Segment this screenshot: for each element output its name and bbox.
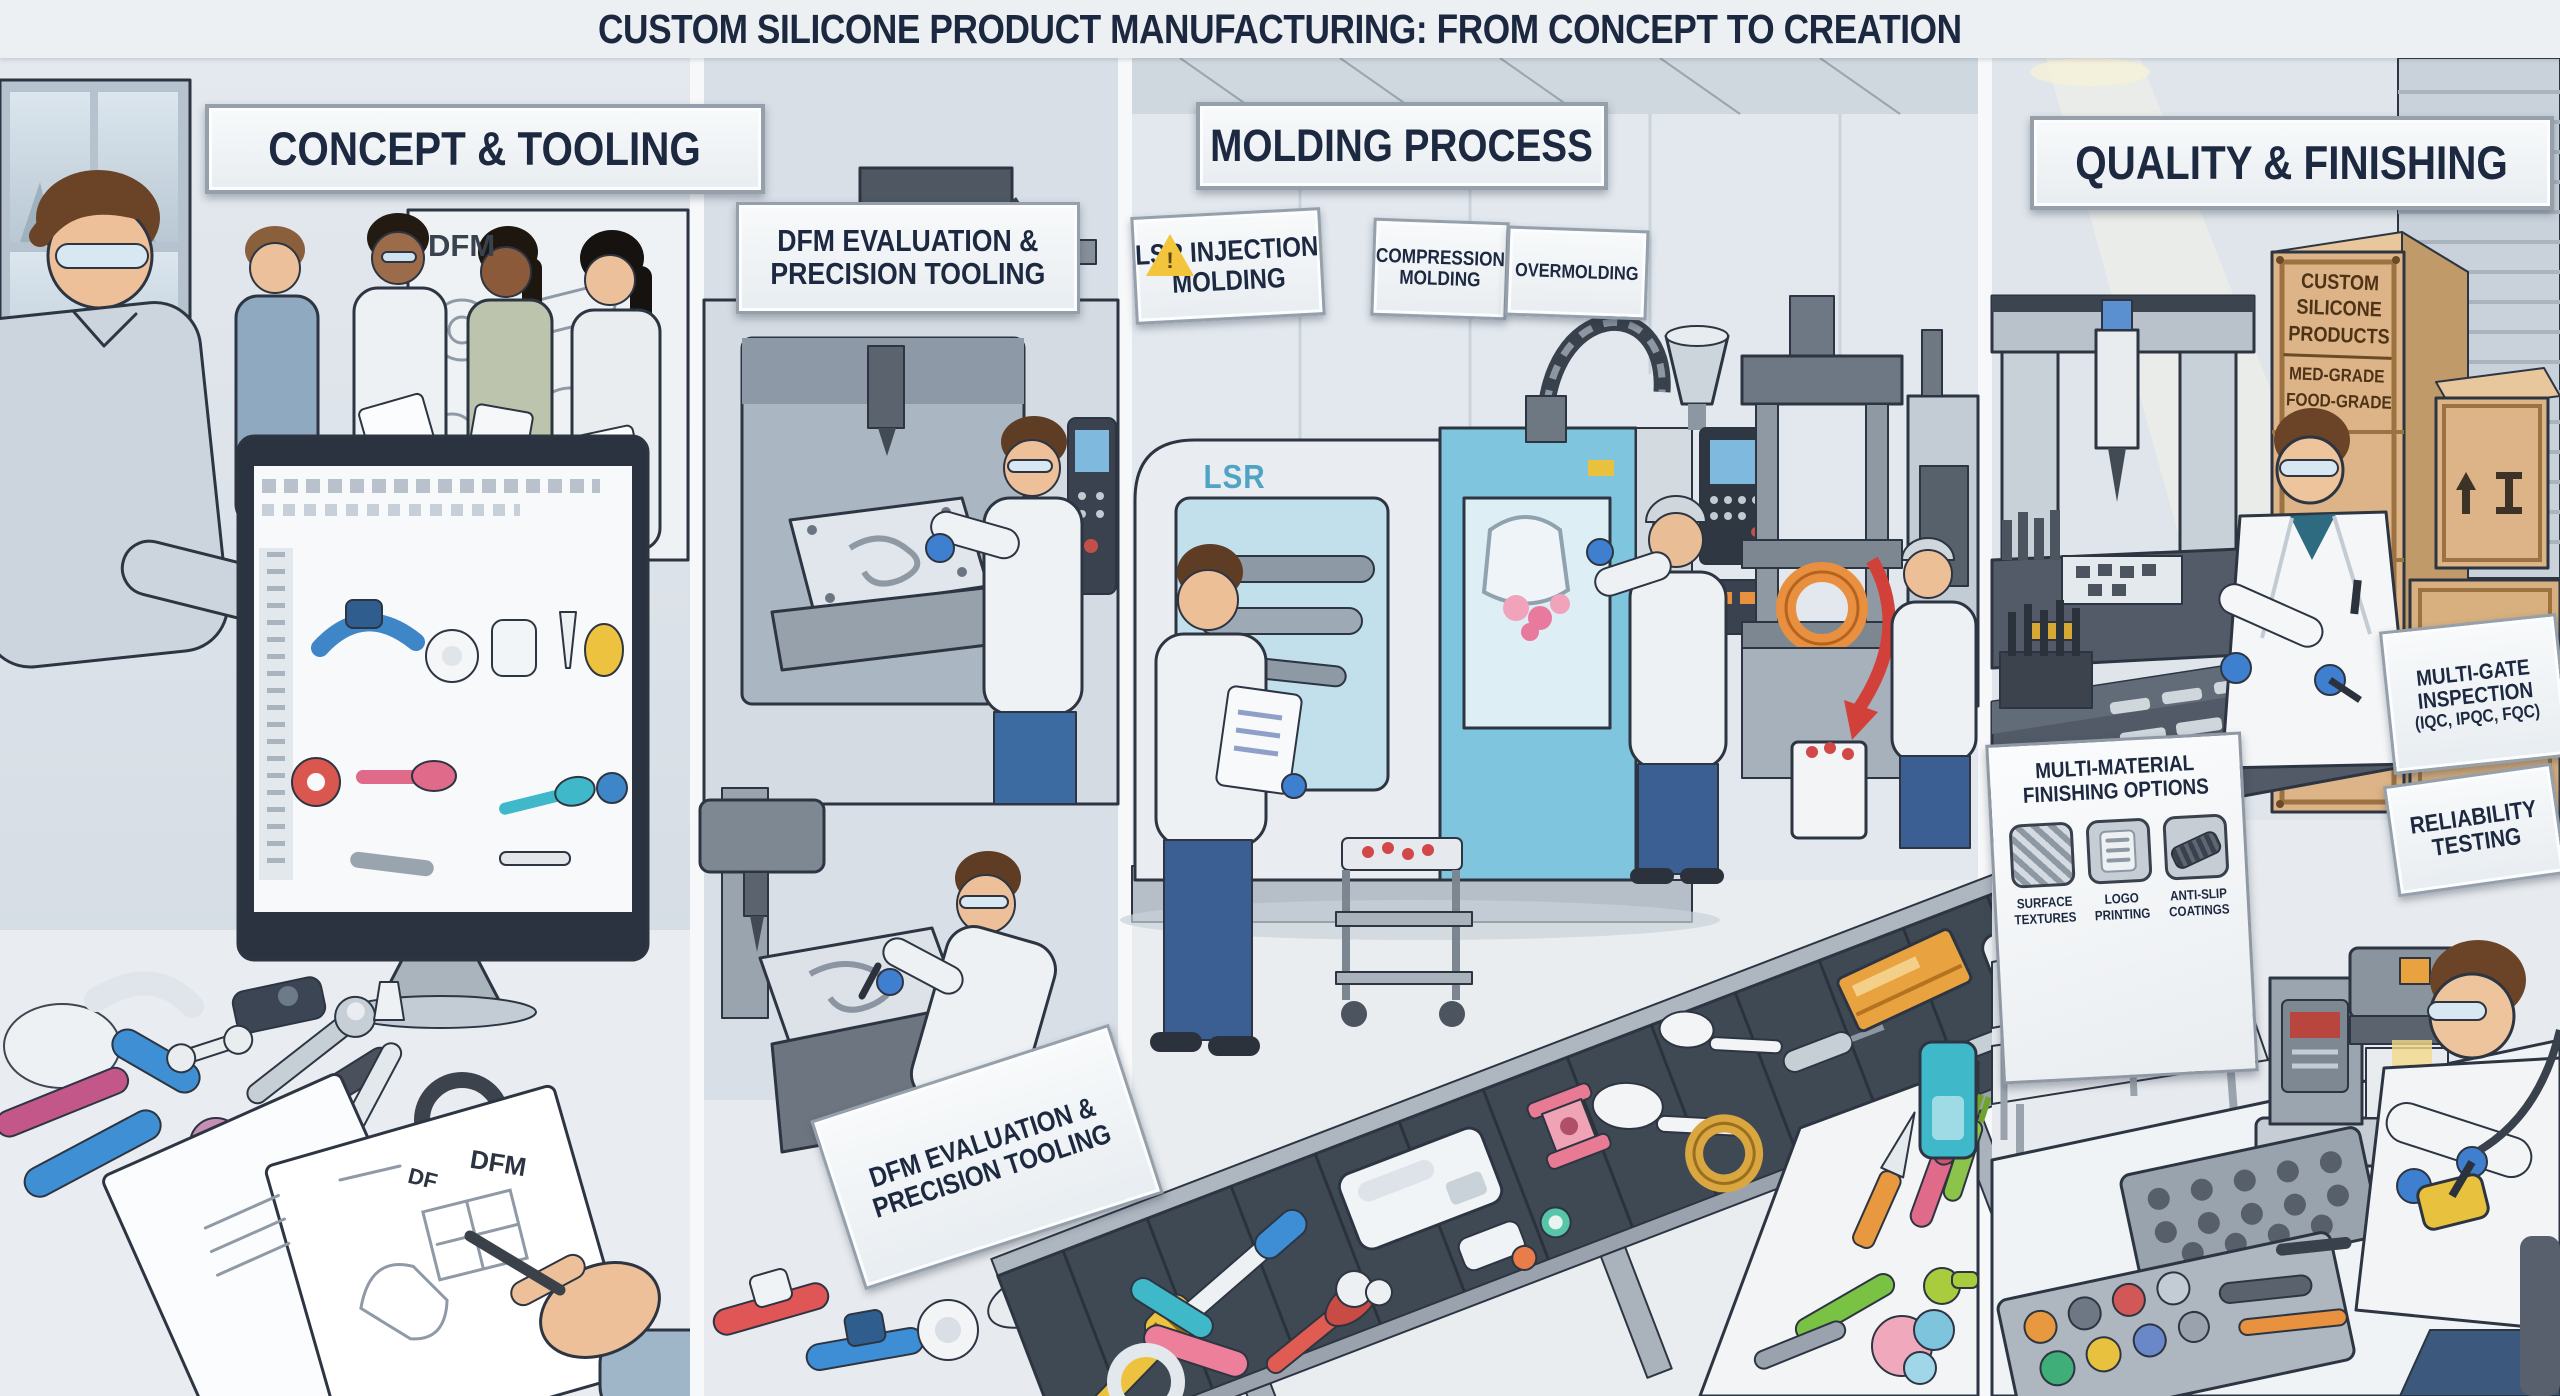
lsr-operator — [1586, 495, 1728, 884]
surface-textures-label-line2: TEXTURES — [2014, 909, 2078, 928]
anti-slip-coatings-icon — [2161, 813, 2230, 882]
compression-molding-sign: COMPRESSION MOLDING — [1370, 217, 1510, 321]
crate-line5: FOOD-GRADE — [2285, 389, 2393, 414]
crate-divider — [2283, 352, 2392, 360]
crate-line3: PRODUCTS — [2287, 321, 2391, 349]
concept-panel-scene — [0, 58, 762, 1396]
infographic-title: CUSTOM SILICONE PRODUCT MANUFACTURING: F… — [598, 5, 1962, 52]
overmolding-sign-label: OVERMOLDING — [1514, 259, 1640, 286]
concept-tooling-header-sign: CONCEPT & TOOLING — [205, 104, 765, 194]
clipboard-worker — [1150, 544, 1307, 1056]
pink-spool — [1526, 1082, 1612, 1170]
cnc-operator — [925, 416, 1084, 805]
dfm-sketch-sheets — [102, 1072, 636, 1396]
cnc-machine — [702, 166, 1120, 806]
molding-process-header-label: MOLDING PROCESS — [1210, 120, 1594, 172]
quality-finishing-header-sign: QUALITY & FINISHING — [2030, 116, 2554, 210]
logo-printing-label-line2: PRINTING — [2094, 905, 2151, 924]
finishing-worker — [2354, 940, 2560, 1396]
cmm-machine — [1990, 294, 2298, 670]
small-crate — [2434, 367, 2560, 570]
panel-divider — [690, 58, 704, 1396]
overmolding-operator — [1890, 537, 1978, 849]
multi-gate-inspection-sign: MULTI-GATE INSPECTION (IQC, IPQC, FQC) — [2378, 613, 2560, 775]
concept-tooling-header-label: CONCEPT & TOOLING — [268, 122, 702, 176]
poster-dfm-label: DFM — [428, 228, 496, 263]
quality-inspector — [2218, 408, 2414, 770]
clamp-icon — [2496, 472, 2522, 514]
reliability-testing-sign: RELIABILITY TESTING — [2383, 762, 2560, 898]
utility-cart — [1335, 837, 1473, 1027]
logo-printing-icon — [2085, 817, 2153, 886]
overmolding-sign: OVERMOLDING — [1504, 225, 1650, 321]
drill-press — [698, 787, 826, 1019]
gauge-pins — [2002, 510, 2060, 560]
silicone-prototypes — [0, 971, 510, 1198]
this-side-up-icon — [2456, 472, 2476, 514]
compression-sign-line2: MOLDING — [1398, 266, 1481, 292]
anti-slip-label-line2: COATINGS — [2168, 901, 2230, 920]
infographic-title-bar: CUSTOM SILICONE PRODUCT MANUFACTURING: F… — [0, 0, 2560, 58]
orange-ring-mold — [1776, 562, 1868, 654]
parts-bin — [1790, 740, 1868, 840]
warning-exclamation: ! — [1166, 248, 1174, 274]
surface-textures-icon — [2008, 821, 2077, 890]
crate-line4: MED-GRADE — [2288, 363, 2385, 387]
colored-parts-tray — [1996, 1231, 2356, 1396]
lsr-machine-logo: LSR — [1203, 458, 1266, 495]
finishing-options-board: MULTI-MATERIAL FINISHING OPTIONS SURFACE… — [1985, 731, 2259, 1085]
dfm-evaluation-sign: DFM EVALUATION & PRECISION TOOLING — [736, 202, 1080, 314]
baby-toy — [1871, 1309, 1955, 1385]
whistle — [1923, 1267, 1979, 1305]
dumbbell-part — [166, 1024, 254, 1074]
panel-divider — [1118, 58, 1132, 1396]
corner-products — [1107, 1276, 1249, 1396]
tooling-panel-scene — [698, 58, 1120, 1396]
quality-finishing-header-label: QUALITY & FINISHING — [2075, 136, 2509, 190]
wrench — [246, 995, 377, 1105]
crate-line2: SILICONE — [2296, 295, 2383, 322]
dfm-evaluation-sign-line1: DFM EVALUATION & — [777, 223, 1039, 259]
compression-press — [1740, 295, 1904, 840]
red-flow-arrow — [1852, 556, 1896, 714]
crate-line1: CUSTOM — [2300, 269, 2380, 296]
cad-monitor — [236, 434, 650, 1029]
molding-process-header-sign: MOLDING PROCESS — [1196, 102, 1608, 190]
molded-products-table — [1698, 1040, 1992, 1396]
crate-stencil-label: CUSTOM SILICONE PRODUCTS MED-GRADE FOOD-… — [2278, 268, 2399, 415]
dfm-evaluation-sign-line2: PRECISION TOOLING — [770, 256, 1046, 291]
